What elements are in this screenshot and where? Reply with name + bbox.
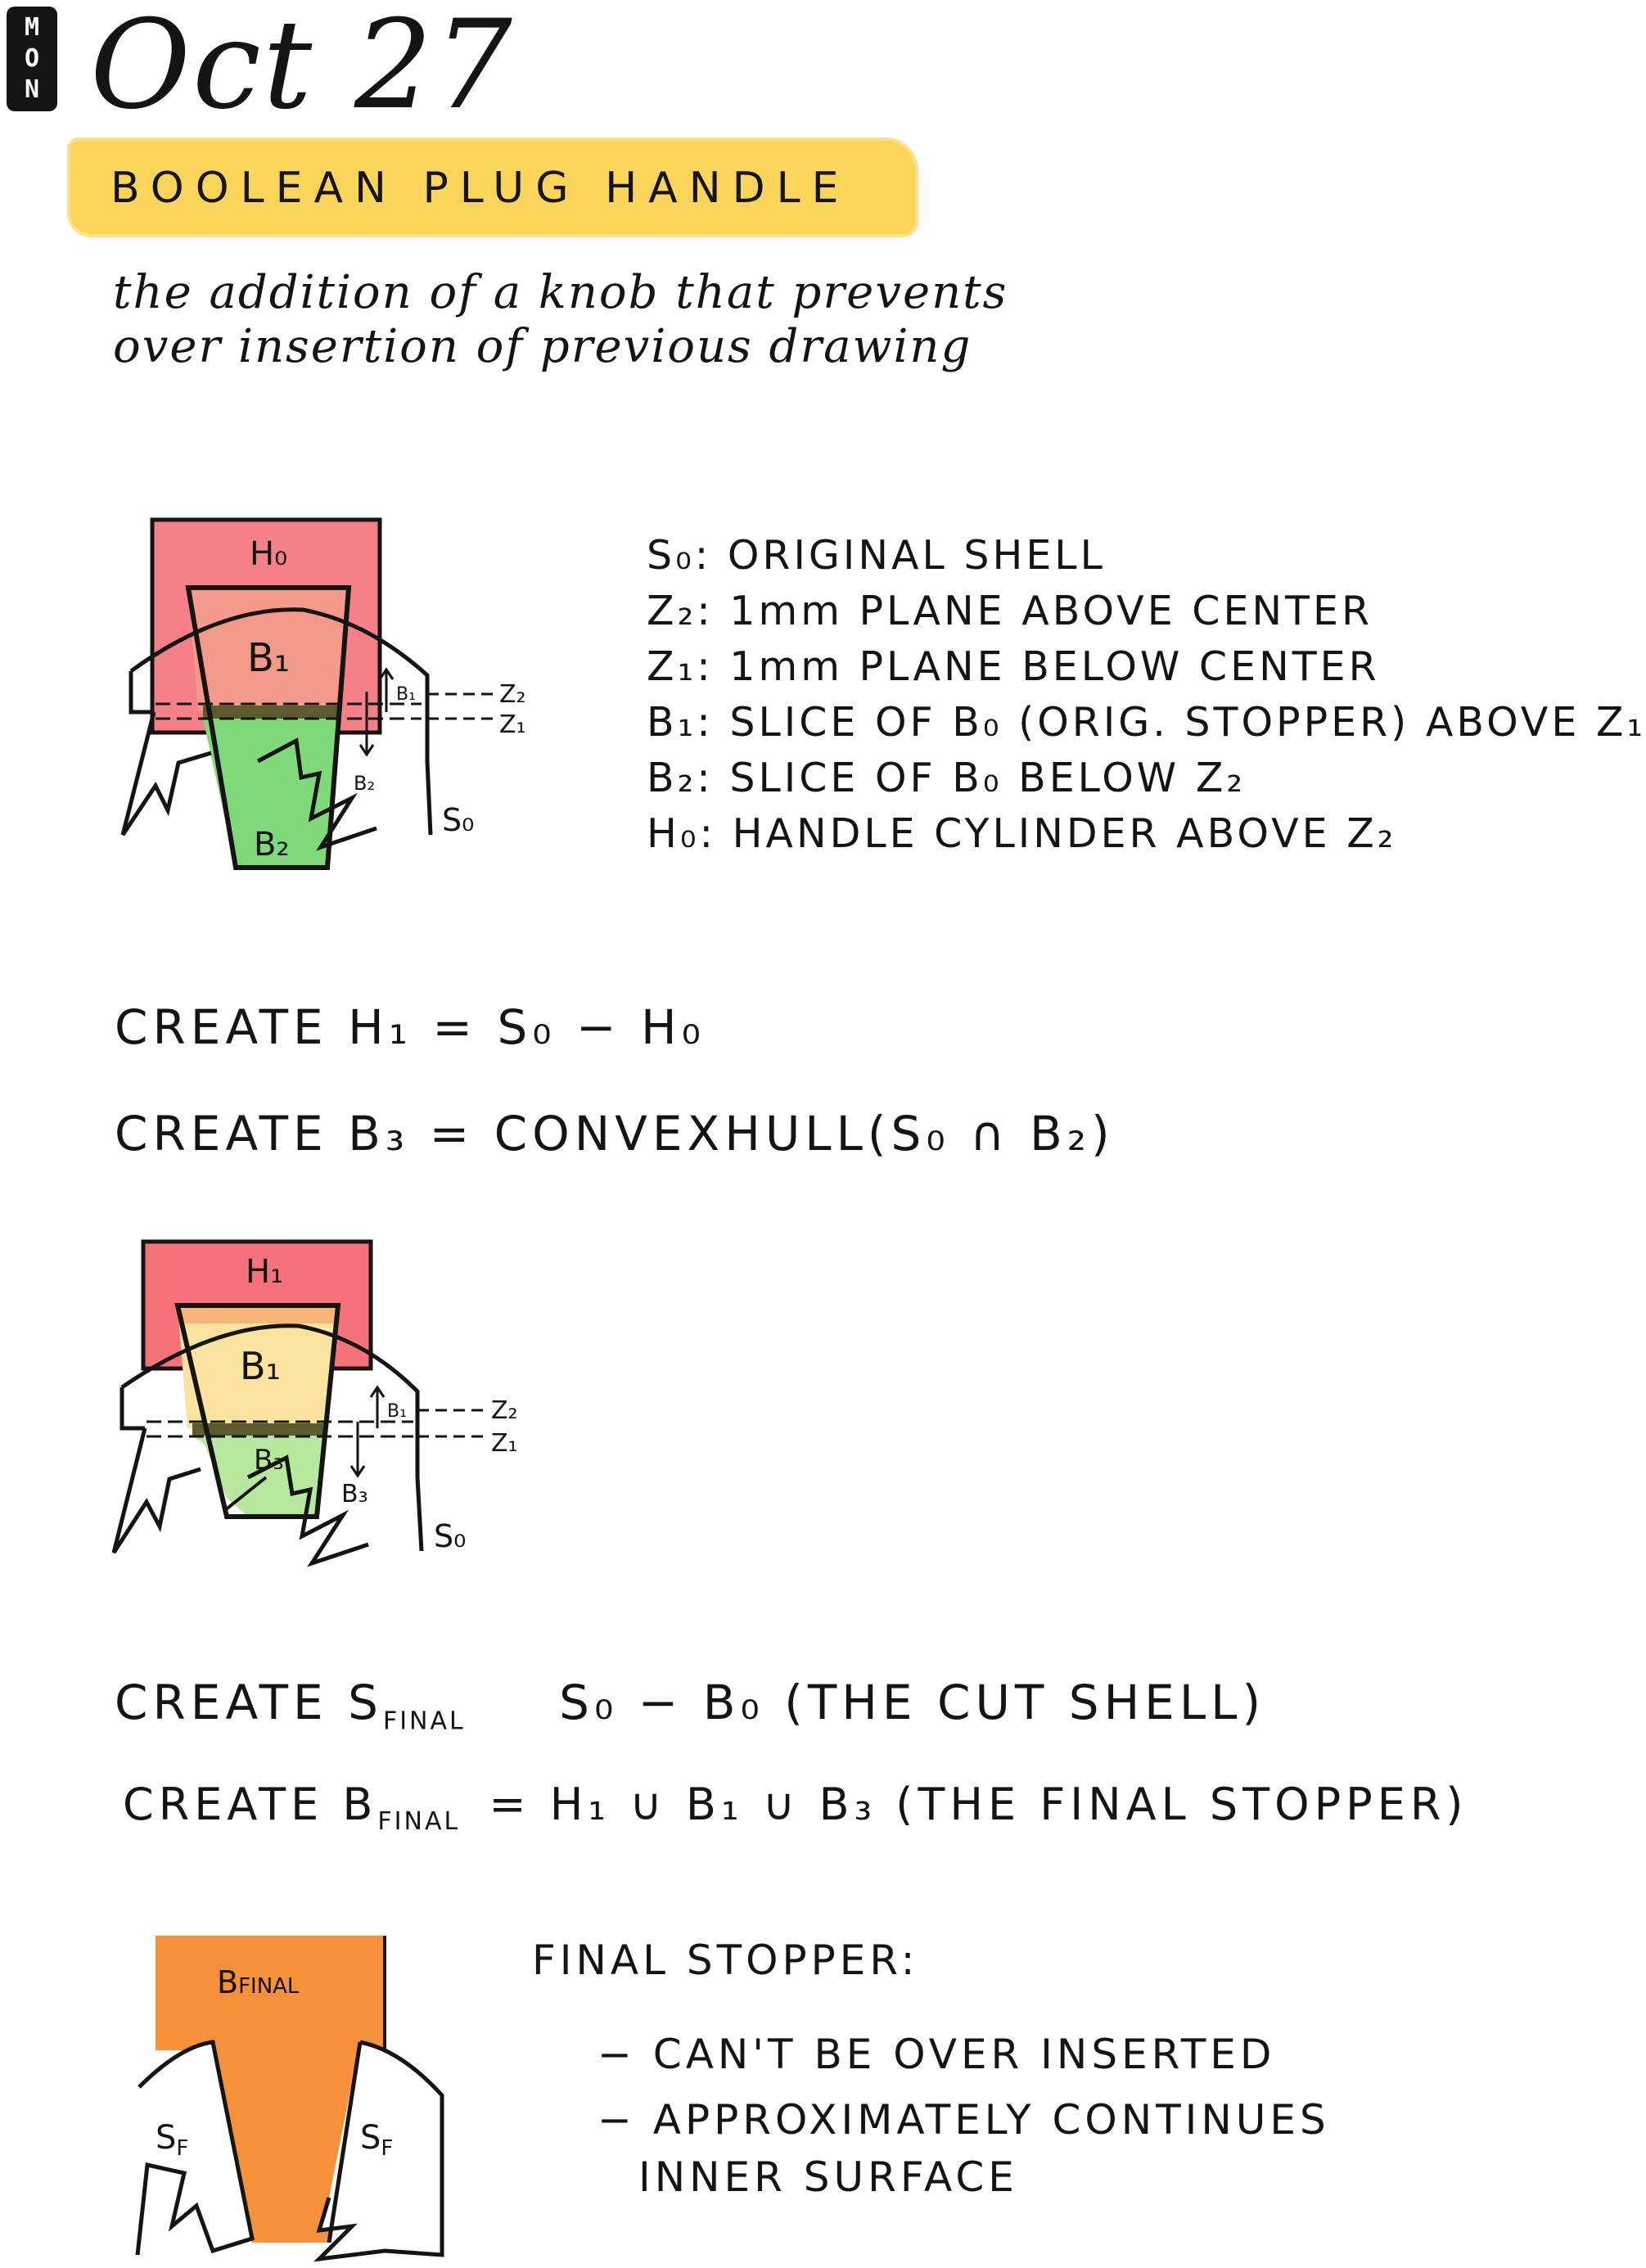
label-z2: Z₂ bbox=[491, 1396, 518, 1425]
label-b3-arrow: B₃ bbox=[341, 1480, 368, 1508]
b2-arrowhead bbox=[359, 744, 375, 757]
intro-line: over insertion of previous drawing bbox=[113, 320, 972, 373]
intro-text: the addition of a knob that prevents ove… bbox=[113, 266, 1008, 374]
step-keyword: CREATE S bbox=[115, 1675, 383, 1730]
label-b1-arrow: B₁ bbox=[387, 1401, 407, 1422]
label-z1: Z₁ bbox=[491, 1429, 518, 1458]
step-create-sfinal: CREATE SFINAL S₀ − B₀ (THE CUT SHELL) bbox=[115, 1674, 1265, 1751]
label-s0: S₀ bbox=[434, 1518, 466, 1554]
slice-b1-top bbox=[178, 1305, 338, 1323]
label-text: B bbox=[217, 1964, 238, 2000]
stopper-b0-outline bbox=[185, 585, 352, 870]
legend-item: S₀: ORIGINAL SHELL bbox=[647, 532, 1106, 579]
day-letter: O bbox=[24, 44, 40, 73]
slice-b2-region bbox=[203, 719, 338, 868]
b1-arrowhead bbox=[378, 667, 395, 680]
label-sf-right: SF bbox=[360, 2119, 393, 2161]
label-bfinal: BFINAL bbox=[217, 1964, 300, 2000]
shell-inner-edge bbox=[327, 2041, 363, 2243]
label-b1-arrow: B₁ bbox=[396, 684, 416, 705]
shell-s0-left-edge bbox=[129, 671, 154, 715]
shell-s0-top bbox=[120, 1323, 424, 1552]
step-create-bfinal: CREATE BFINAL = H₁ ∪ B₁ ∪ B₃ (THE FINAL … bbox=[123, 1776, 1468, 1851]
label-b1: B₁ bbox=[247, 635, 290, 681]
notes-point-continued: INNER SURFACE bbox=[638, 2153, 1018, 2201]
step-expression: S₀ − B₀ (THE CUT SHELL) bbox=[559, 1675, 1266, 1730]
label-sf-left: SF bbox=[156, 2119, 188, 2161]
label-z1: Z₁ bbox=[499, 710, 526, 739]
label-h0: H₀ bbox=[250, 535, 287, 573]
step-expression: = H₁ ∪ B₁ ∪ B₃ (THE FINAL STOPPER) bbox=[489, 1779, 1468, 1830]
notes-point: − CAN'T BE OVER INSERTED bbox=[598, 2031, 1276, 2078]
label-b2-arrow: B₂ bbox=[354, 772, 375, 795]
label-b3: B₃ bbox=[254, 1444, 284, 1477]
step-create-b3: CREATE B₃ = CONVEXHULL(S₀ ∩ B₂) bbox=[115, 1106, 1115, 1161]
b1-arrowhead bbox=[369, 1385, 386, 1398]
diagram-final-stopper: BFINAL SF SF bbox=[135, 1936, 444, 2262]
label-sub: F bbox=[381, 2136, 393, 2161]
final-notes: FINAL STOPPER: − CAN'T BE OVER INSERTED … bbox=[532, 1932, 1330, 2206]
shell-s0-top bbox=[129, 607, 433, 836]
plane-band bbox=[192, 1423, 327, 1436]
label-b1: B₁ bbox=[240, 1344, 281, 1388]
label-sub: FINAL bbox=[238, 1974, 300, 1999]
label-text: S bbox=[360, 2119, 381, 2157]
legend: S₀: ORIGINAL SHELL Z₂: 1mm PLANE ABOVE C… bbox=[647, 528, 1646, 862]
title-highlight bbox=[67, 138, 918, 237]
day-letter: N bbox=[24, 75, 40, 104]
label-z2: Z₂ bbox=[499, 680, 526, 709]
label-h1: H₁ bbox=[246, 1253, 283, 1291]
subscript: FINAL bbox=[382, 1707, 466, 1736]
diagram-original-stopper: H₀ B₁ B₂ B₂ B₁ Z₂ Z₁ S₀ bbox=[120, 517, 526, 870]
label-s0: S₀ bbox=[442, 802, 474, 838]
shell-left-piece bbox=[135, 2040, 255, 2256]
diagram-intermediate: H₁ B₁ B₃ B₃ B₁ Z₂ Z₁ S₀ bbox=[111, 1239, 518, 1567]
legend-item: B₂: SLICE OF B₀ BELOW Z₂ bbox=[647, 755, 1247, 801]
step-keyword: CREATE B bbox=[123, 1779, 378, 1830]
notes-point: − APPROXIMATELY CONTINUES bbox=[598, 2096, 1330, 2144]
legend-item: B₁: SLICE OF B₀ (ORIG. STOPPER) ABOVE Z₁ bbox=[647, 699, 1646, 746]
shell-s0-right-break bbox=[246, 1454, 369, 1567]
label-text: S bbox=[156, 2119, 176, 2157]
shell-s0-left-edge bbox=[120, 1387, 145, 1431]
plane-band bbox=[203, 706, 338, 719]
legend-item: Z₂: 1mm PLANE ABOVE CENTER bbox=[647, 588, 1373, 634]
shell-s0-left-break bbox=[111, 1427, 201, 1554]
stopper-outline bbox=[174, 1303, 341, 1519]
legend-item: Z₁: 1mm PLANE BELOW CENTER bbox=[647, 643, 1380, 690]
shell-s0-right-break bbox=[256, 737, 377, 851]
label-b2: B₂ bbox=[254, 826, 289, 863]
notes-title: FINAL STOPPER: bbox=[532, 1937, 919, 1984]
subscript: FINAL bbox=[377, 1806, 461, 1836]
day-tag: M O N bbox=[7, 7, 57, 111]
slice-b3-region bbox=[192, 1436, 327, 1518]
final-stopper-region bbox=[156, 1936, 385, 2243]
page-title: BOOLEAN PLUG HANDLE bbox=[110, 164, 850, 213]
intro-line: the addition of a knob that prevents bbox=[113, 266, 1008, 319]
hull-edge bbox=[223, 1476, 268, 1512]
step-create-h1: CREATE H₁ = S₀ − H₀ bbox=[115, 999, 706, 1055]
label-sub: F bbox=[176, 2136, 188, 2161]
day-letter: M bbox=[24, 13, 40, 42]
page-date: Oct 27 bbox=[90, 0, 514, 137]
shell-s0-left-break bbox=[120, 711, 212, 836]
legend-item: H₀: HANDLE CYLINDER ABOVE Z₂ bbox=[647, 810, 1397, 857]
b3-arrowhead bbox=[349, 1465, 366, 1478]
